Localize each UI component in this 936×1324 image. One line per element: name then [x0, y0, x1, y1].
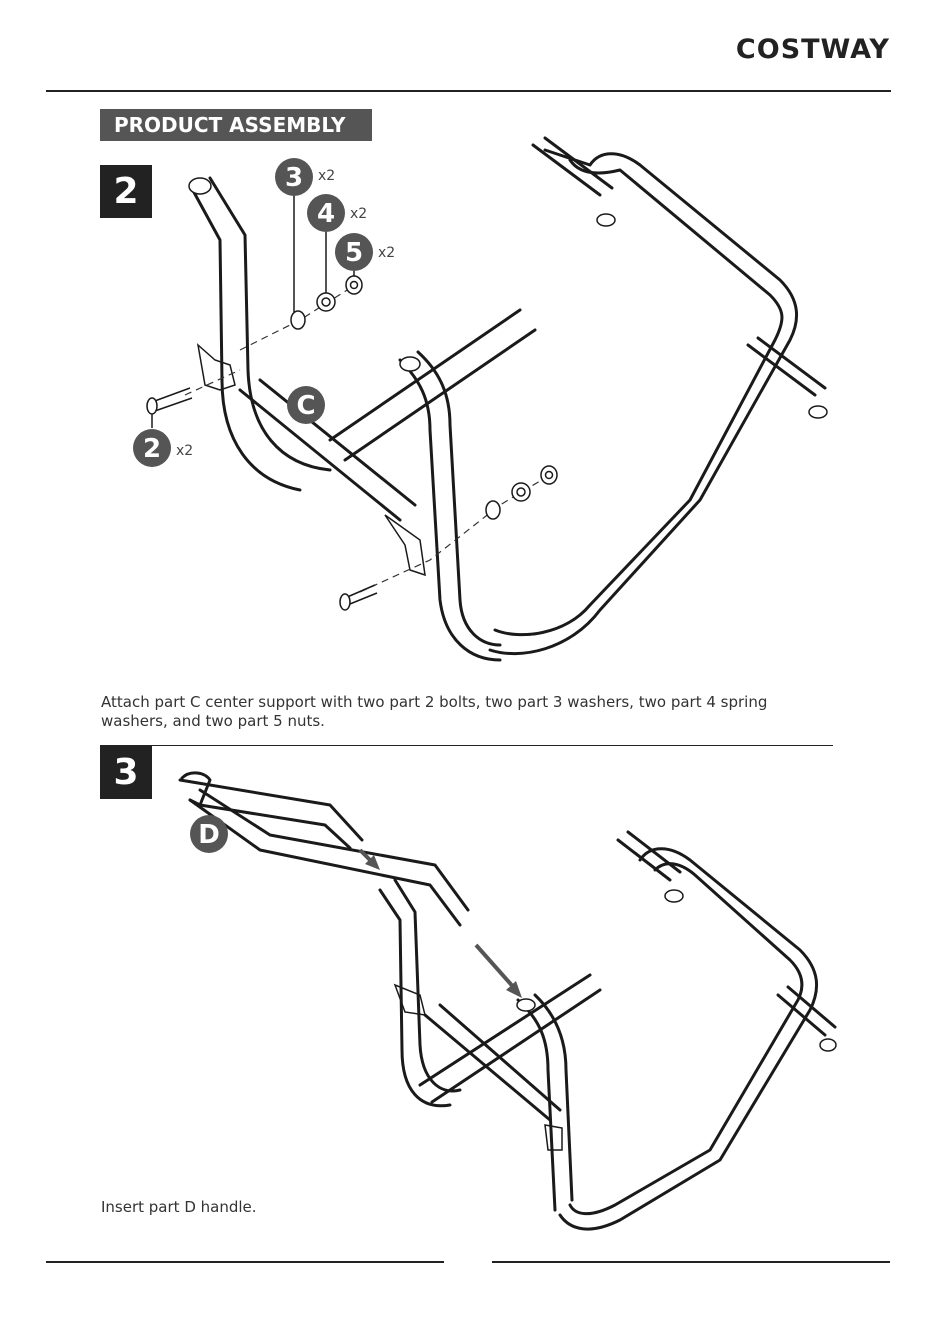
step-3-number: 3 — [100, 746, 152, 799]
footer-rule-left — [46, 1261, 444, 1263]
svg-text:x2: x2 — [176, 443, 193, 459]
svg-text:3: 3 — [285, 163, 303, 193]
svg-text:2: 2 — [143, 434, 161, 464]
step-3-description: Insert part D handle. — [101, 1198, 401, 1217]
svg-text:x2: x2 — [318, 168, 335, 184]
svg-text:x2: x2 — [378, 245, 395, 261]
step-divider — [100, 745, 833, 746]
footer-rule-right — [492, 1261, 890, 1263]
callout-part-4: 4 x2 — [307, 194, 367, 232]
callout-part-c: C — [287, 386, 325, 424]
step-2-description: Attach part C center support with two pa… — [101, 693, 821, 731]
step-2-illustration: 3 x2 4 x2 5 x2 C 2 x2 — [0, 0, 936, 700]
svg-text:5: 5 — [345, 238, 363, 268]
svg-text:C: C — [296, 391, 315, 421]
svg-text:4: 4 — [317, 199, 335, 229]
callout-part-5: 5 x2 — [335, 233, 395, 271]
svg-text:D: D — [198, 820, 220, 850]
svg-text:x2: x2 — [350, 206, 367, 222]
callout-part-3: 3 x2 — [275, 158, 335, 196]
callout-part-2: 2 x2 — [133, 429, 193, 467]
callout-part-d: D — [190, 815, 228, 853]
